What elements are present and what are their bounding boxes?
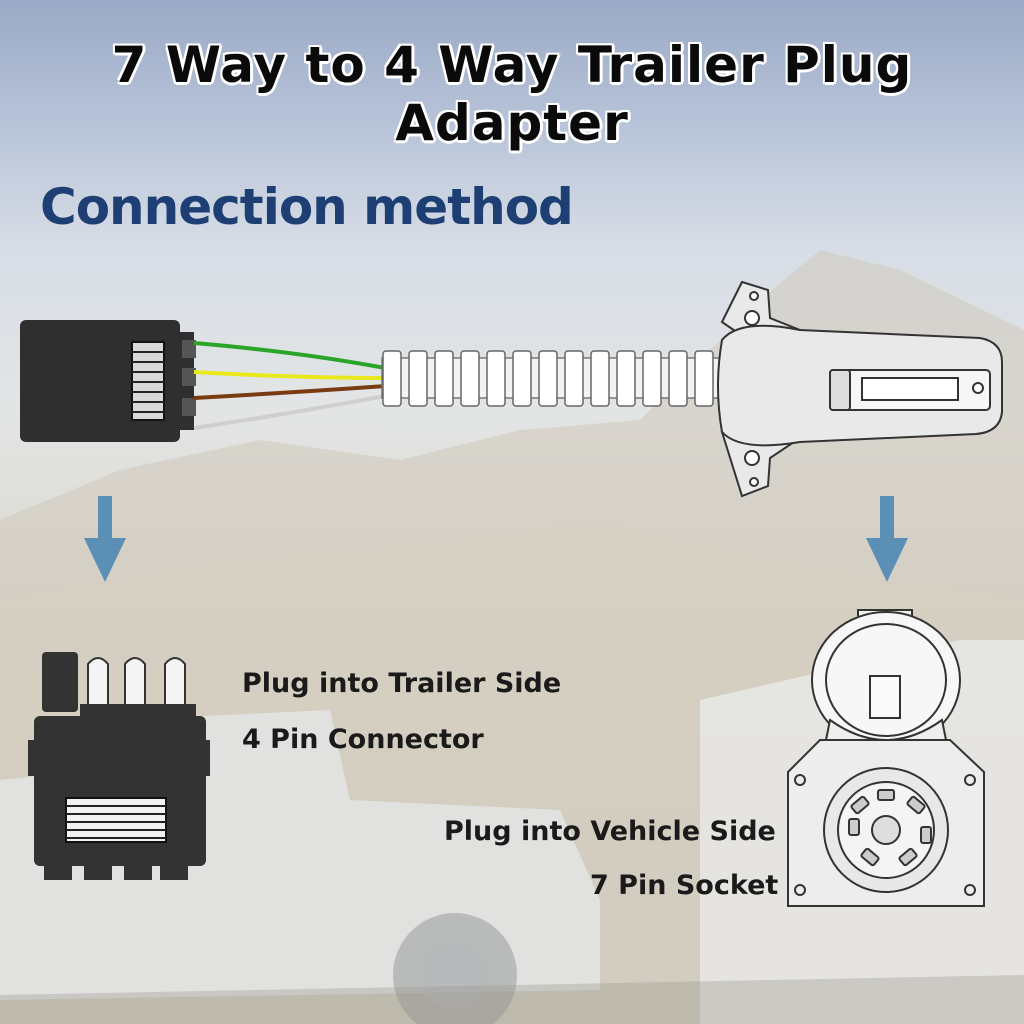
four-pin-connector-icon bbox=[20, 320, 196, 442]
vehicle-socket-label: 7 Pin Socket bbox=[590, 870, 779, 901]
corrugated-sleeve bbox=[381, 350, 733, 407]
four-pin-connector-icon bbox=[28, 652, 210, 880]
seven-pin-plug-icon bbox=[717, 280, 1003, 498]
wire-bundle bbox=[193, 341, 386, 430]
seven-pin-socket-icon bbox=[787, 609, 985, 907]
arrow-down-icon bbox=[866, 496, 908, 582]
arrow-down-icon bbox=[84, 496, 126, 582]
trailer-side-label: Plug into Trailer Side bbox=[242, 668, 562, 699]
page-title: 7 Way to 4 Way Trailer Plug Adapter bbox=[111, 36, 913, 152]
vehicle-side-label: Plug into Vehicle Side bbox=[444, 816, 776, 847]
trailer-connector-label: 4 Pin Connector bbox=[242, 724, 484, 755]
section-subtitle: Connection method bbox=[40, 178, 574, 236]
